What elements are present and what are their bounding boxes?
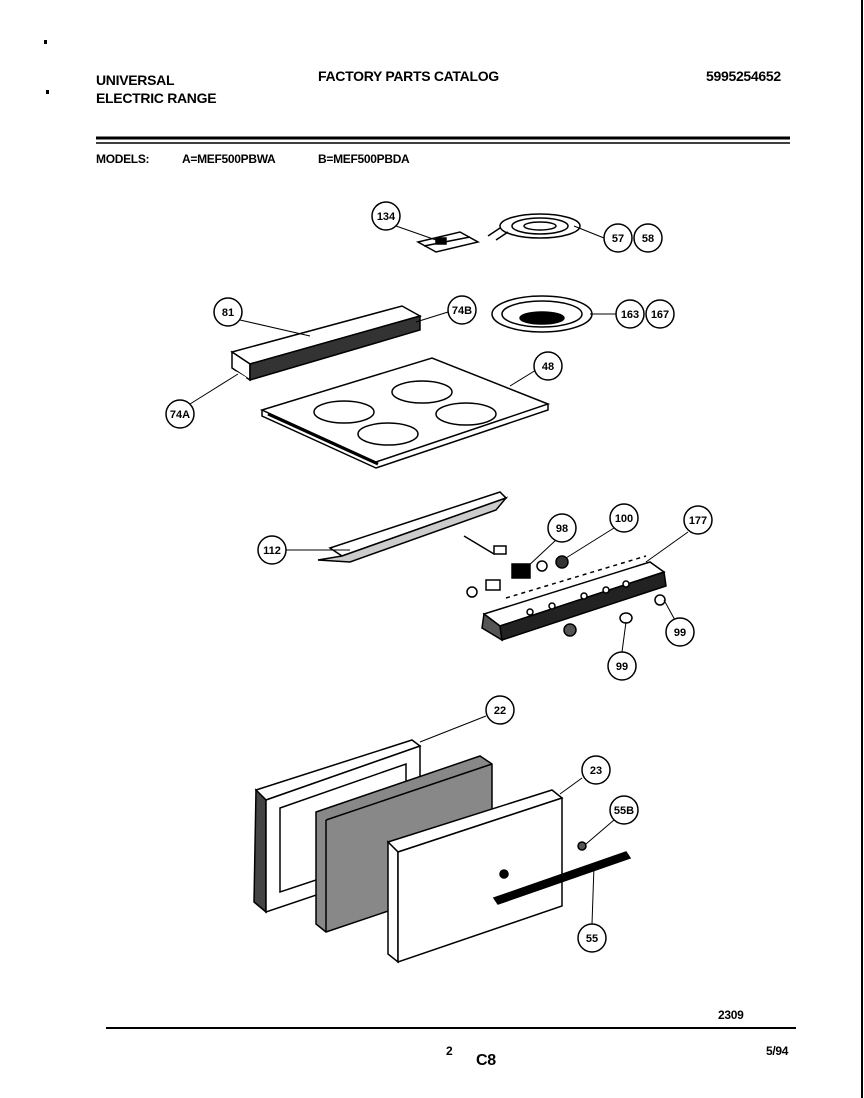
models-label: MODELS: bbox=[96, 152, 150, 166]
callout-label: 167 bbox=[651, 309, 669, 321]
model-a: A=MEF500PBWA bbox=[182, 152, 276, 166]
scan-speck bbox=[46, 90, 49, 94]
brand-line-1: UNIVERSAL bbox=[96, 72, 175, 88]
callout-label: 55 bbox=[586, 933, 598, 945]
callout-label: 58 bbox=[642, 233, 654, 245]
callout-label: 134 bbox=[377, 211, 396, 223]
callout-48: 48 bbox=[533, 351, 563, 381]
callout-label: 23 bbox=[590, 765, 602, 777]
part-23-outer-door bbox=[386, 789, 564, 964]
brand-line-2: ELECTRIC RANGE bbox=[96, 90, 217, 106]
callout-label: 74A bbox=[170, 409, 190, 421]
callout-58: 58 bbox=[633, 223, 663, 253]
callout-167: 167 bbox=[645, 299, 675, 329]
callout-label: 100 bbox=[615, 513, 633, 525]
callout-label: 57 bbox=[612, 233, 624, 245]
callout-label: 55B bbox=[614, 805, 634, 817]
section-code: C8 bbox=[476, 1052, 496, 1069]
callout-label: 177 bbox=[689, 515, 707, 527]
callout-22: 22 bbox=[485, 695, 515, 725]
part-112-strip bbox=[317, 491, 509, 563]
part-134-bracket bbox=[415, 231, 481, 253]
callout-98: 98 bbox=[547, 513, 577, 543]
callout-label: 99 bbox=[616, 661, 628, 673]
scan-speck bbox=[44, 40, 47, 44]
callout-177: 177 bbox=[683, 505, 713, 535]
model-b: B=MEF500PBDA bbox=[318, 152, 410, 166]
callout-99-bottom: 99 bbox=[607, 651, 637, 681]
callout-label: 48 bbox=[542, 361, 554, 373]
callout-134: 134 bbox=[371, 201, 401, 231]
catalog-number: 5995254652 bbox=[706, 68, 781, 84]
callout-99-right: 99 bbox=[665, 617, 695, 647]
callout-label: 98 bbox=[556, 523, 568, 535]
callout-label: 22 bbox=[494, 705, 506, 717]
callout-112: 112 bbox=[257, 535, 287, 565]
part-81-trim-bar bbox=[230, 305, 422, 382]
part-177-control-panel bbox=[481, 555, 667, 642]
callout-label: 112 bbox=[263, 545, 281, 557]
callout-74b: 74B bbox=[447, 295, 477, 325]
part-163-drip-bowl bbox=[491, 295, 593, 333]
part-57-surface-element bbox=[487, 213, 581, 241]
leader-lines bbox=[189, 225, 689, 925]
callout-label: 99 bbox=[674, 627, 686, 639]
diagram-number: 2309 bbox=[718, 1008, 744, 1022]
callout-label: 74B bbox=[452, 305, 472, 317]
callout-23: 23 bbox=[581, 755, 611, 785]
catalog-title: FACTORY PARTS CATALOG bbox=[318, 68, 499, 84]
callout-74a: 74A bbox=[165, 399, 195, 429]
revision-date: 5/94 bbox=[766, 1044, 789, 1058]
callout-163: 163 bbox=[615, 299, 645, 329]
callout-label: 81 bbox=[222, 307, 234, 319]
callout-81: 81 bbox=[213, 297, 243, 327]
page-number: 2 bbox=[446, 1044, 453, 1058]
callout-55b: 55B bbox=[609, 795, 639, 825]
callout-57: 57 bbox=[603, 223, 633, 253]
callout-label: 163 bbox=[621, 309, 639, 321]
callout-100: 100 bbox=[609, 503, 639, 533]
part-48-cooktop bbox=[259, 357, 551, 469]
part-55-handle bbox=[492, 841, 632, 905]
part-98-switch bbox=[463, 535, 666, 637]
callout-55: 55 bbox=[577, 923, 607, 953]
